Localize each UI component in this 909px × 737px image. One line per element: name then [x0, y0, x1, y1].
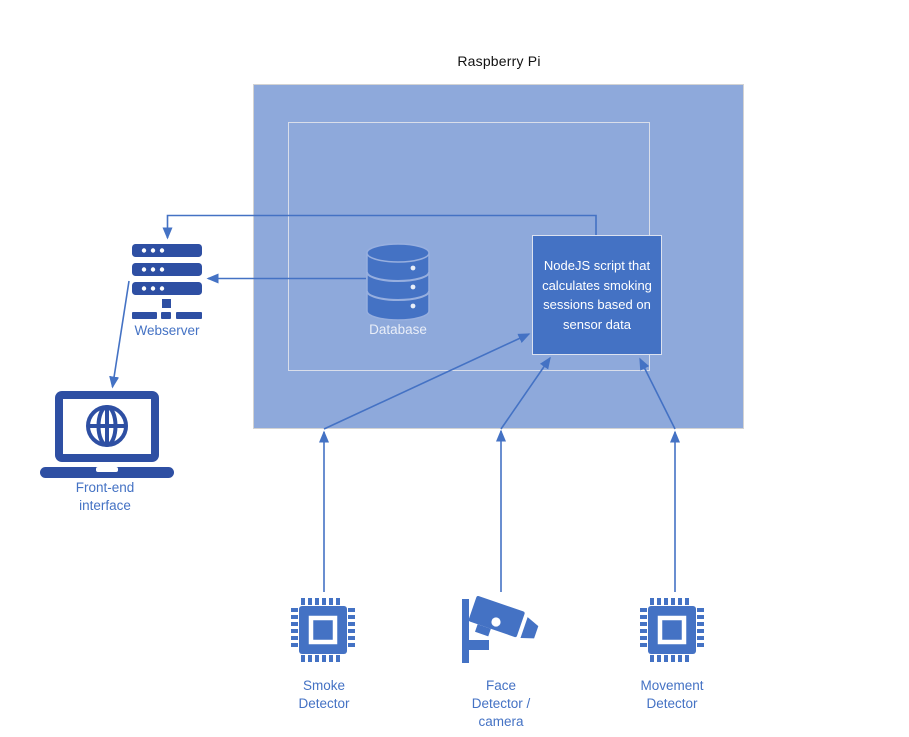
movement-detector-label: Movement Detector	[640, 678, 704, 711]
frontend-label: Front-end interface	[75, 480, 135, 513]
nodejs-script-label: NodeJS script that calculates smoking se…	[542, 258, 652, 332]
server-stack-icon	[132, 244, 202, 319]
smoke-detector-chip-icon	[291, 598, 355, 662]
smoke-detector-label: Smoke Detector	[298, 678, 350, 711]
face-detector-label: Face Detector / camera	[471, 678, 531, 729]
nodejs-script-node: NodeJS script that calculates smoking se…	[532, 235, 662, 355]
database-cylinder-icon	[366, 243, 430, 321]
database-label: Database	[369, 322, 427, 337]
diagram-title: Raspberry Pi	[457, 53, 541, 69]
face-detector-camera-icon	[462, 596, 539, 663]
webserver-label: Webserver	[134, 323, 200, 338]
laptop-globe-icon	[40, 391, 174, 478]
movement-detector-chip-icon	[640, 598, 704, 662]
